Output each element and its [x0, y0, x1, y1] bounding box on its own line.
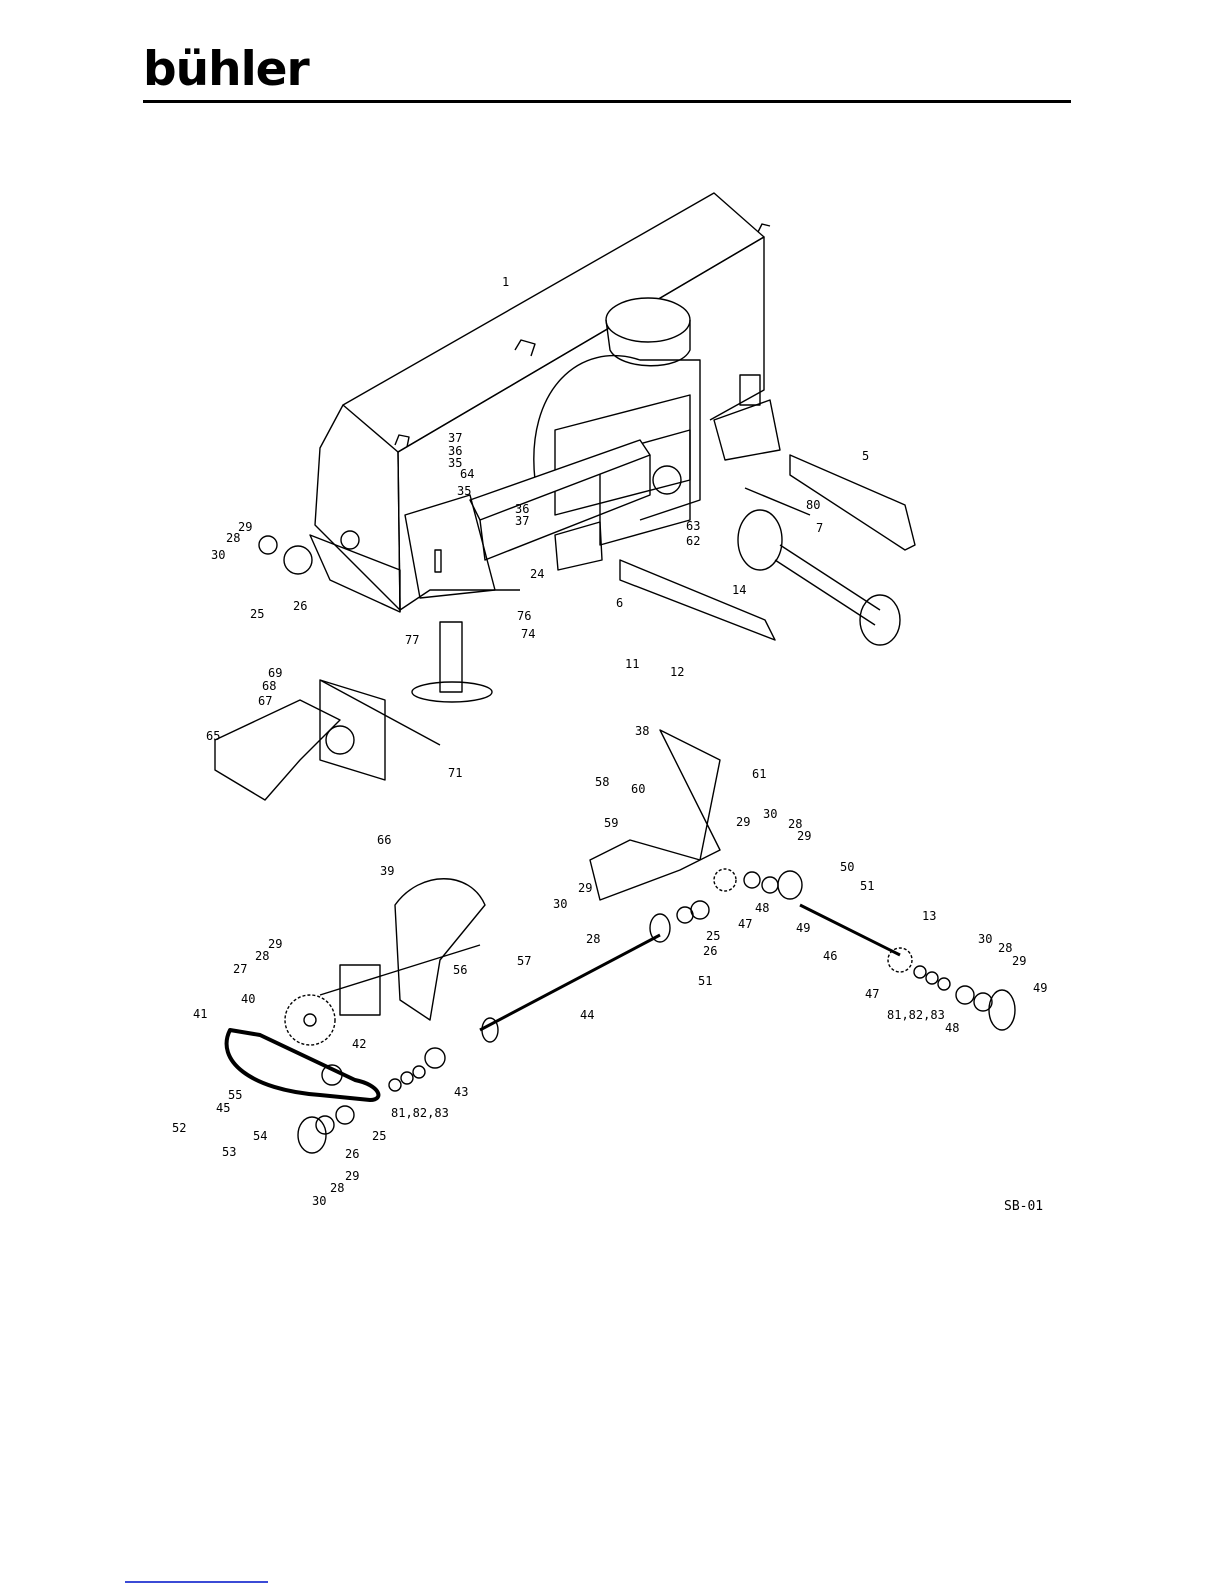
housing-assembly — [310, 193, 780, 612]
jack-stand — [412, 622, 492, 702]
part-label-12: 12 — [670, 665, 684, 679]
part-label-29: 29 — [1012, 954, 1026, 968]
part-label-38: 38 — [635, 724, 649, 738]
part-label-29: 29 — [238, 520, 252, 534]
part-label-59: 59 — [604, 816, 618, 830]
part-label-49: 49 — [796, 921, 810, 935]
part-label-46: 46 — [823, 949, 837, 963]
part-label-62: 62 — [686, 534, 700, 548]
part-label-80: 80 — [806, 498, 820, 512]
part-label-1: 1 — [502, 275, 509, 289]
part-label-26: 26 — [345, 1147, 359, 1161]
part-label-30: 30 — [211, 548, 225, 562]
part-label-28: 28 — [998, 941, 1012, 955]
shaft-44 — [480, 935, 660, 1030]
part-label-67: 67 — [258, 694, 272, 708]
part-label-81-82-83: 81,82,83 — [391, 1106, 449, 1120]
part-label-13: 13 — [922, 909, 936, 923]
part-label-51: 51 — [860, 879, 874, 893]
part-label-30: 30 — [312, 1194, 326, 1208]
part-label-25: 25 — [706, 929, 720, 943]
part-label-24: 24 — [530, 567, 544, 581]
part-label-30: 30 — [978, 932, 992, 946]
part-label-14: 14 — [732, 583, 746, 597]
part-label-25: 25 — [250, 607, 264, 621]
part-label-54: 54 — [253, 1129, 267, 1143]
part-label-28: 28 — [255, 949, 269, 963]
part-label-60: 60 — [631, 782, 645, 796]
part-label-11: 11 — [625, 657, 639, 671]
part-label-29: 29 — [345, 1169, 359, 1183]
part-label-53: 53 — [222, 1145, 236, 1159]
part-label-64: 64 — [460, 467, 474, 481]
part-label-69: 69 — [268, 666, 282, 680]
drawing-reference: SB-01 — [1004, 1199, 1043, 1214]
guard-assembly — [215, 680, 440, 800]
part-label-29: 29 — [797, 829, 811, 843]
part-label-48: 48 — [945, 1021, 959, 1035]
shaft-46 — [800, 905, 900, 955]
part-label-36: 36 — [448, 444, 462, 458]
part-label-52: 52 — [172, 1121, 186, 1135]
footer-link-underline — [125, 1581, 268, 1583]
part-label-50: 50 — [840, 860, 854, 874]
part-label-29: 29 — [736, 815, 750, 829]
part-label-61: 61 — [752, 767, 766, 781]
part-label-49: 49 — [1033, 981, 1047, 995]
part-label-48: 48 — [755, 901, 769, 915]
part-label-77: 77 — [405, 633, 419, 647]
part-label-47: 47 — [738, 917, 752, 931]
sprocket-40 — [285, 995, 335, 1045]
part-label-71: 71 — [448, 766, 462, 780]
part-label-81-82-83: 81,82,83 — [887, 1008, 945, 1022]
part-label-25: 25 — [372, 1129, 386, 1143]
part-label-41: 41 — [193, 1007, 207, 1021]
part-label-26: 26 — [293, 599, 307, 613]
part-label-65: 65 — [206, 729, 220, 743]
part-label-74: 74 — [521, 627, 535, 641]
part-label-37: 37 — [515, 514, 529, 528]
part-label-30: 30 — [553, 897, 567, 911]
part-label-39: 39 — [380, 864, 394, 878]
part-label-6: 6 — [616, 596, 623, 610]
part-label-58: 58 — [595, 775, 609, 789]
part-label-28: 28 — [330, 1181, 344, 1195]
part-label-27: 27 — [233, 962, 247, 976]
part-label-37: 37 — [448, 431, 462, 445]
part-label-5: 5 — [862, 449, 869, 463]
part-label-29: 29 — [268, 937, 282, 951]
part-label-55: 55 — [228, 1088, 242, 1102]
part-label-30: 30 — [763, 807, 777, 821]
part-label-76: 76 — [517, 609, 531, 623]
arm-6 — [620, 560, 775, 640]
flange-26 — [650, 914, 670, 942]
part-label-56: 56 — [453, 963, 467, 977]
auger — [320, 879, 485, 1020]
part-label-29: 29 — [578, 881, 592, 895]
part-label-57: 57 — [517, 954, 531, 968]
part-label-28: 28 — [586, 932, 600, 946]
part-label-43: 43 — [454, 1085, 468, 1099]
part-label-51: 51 — [698, 974, 712, 988]
part-label-68: 68 — [262, 679, 276, 693]
part-label-26: 26 — [703, 944, 717, 958]
part-label-47: 47 — [865, 987, 879, 1001]
part-label-66: 66 — [377, 833, 391, 847]
part-label-7: 7 — [816, 521, 823, 535]
part-label-63: 63 — [686, 519, 700, 533]
part-label-40: 40 — [241, 992, 255, 1006]
part-label-44: 44 — [580, 1008, 594, 1022]
part-label-35: 35 — [457, 484, 471, 498]
part-label-45: 45 — [216, 1101, 230, 1115]
impeller-housing — [590, 730, 720, 900]
part-label-42: 42 — [352, 1037, 366, 1051]
